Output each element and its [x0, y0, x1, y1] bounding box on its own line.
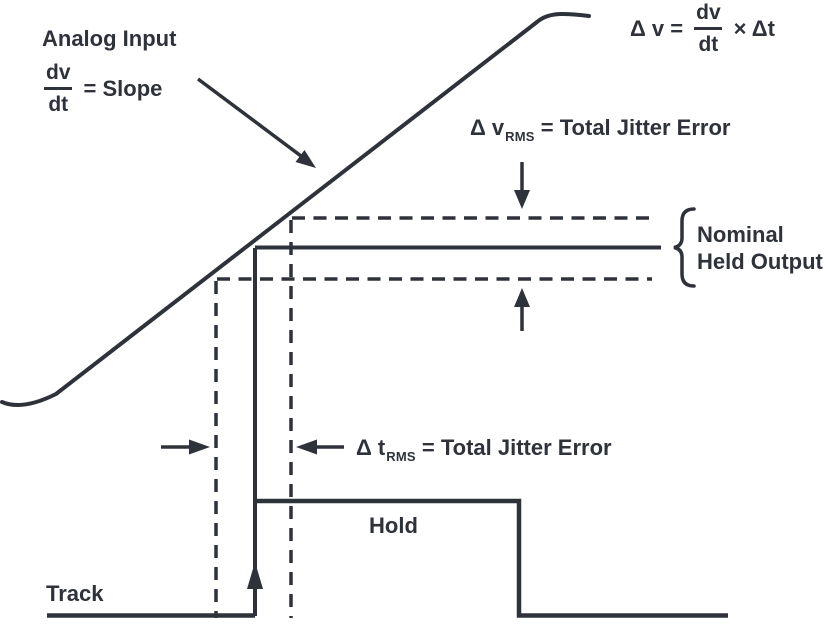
- slope-formula: dv dt = Slope: [42, 62, 162, 115]
- slope-pointer-arrow-shaft: [196, 77, 303, 158]
- sample-edge-arrowhead-icon: [247, 562, 263, 589]
- t-rms-jitter-label: Δ tRMS = Total Jitter Error: [356, 435, 612, 465]
- t-jitter-left-arrowhead-icon: [296, 439, 317, 455]
- analog-input-ramp-line: [0, 12, 591, 408]
- analog-input-label: Analog Input: [42, 26, 177, 51]
- delta-v-fraction: dv dt: [692, 2, 725, 55]
- track-label: Track: [46, 581, 104, 606]
- delta-v-fraction-numerator: dv: [696, 1, 721, 24]
- delta-v-fraction-denominator: dt: [694, 27, 723, 55]
- hold-label: Hold: [369, 513, 418, 538]
- hold-pulse: [255, 498, 728, 618]
- v-rms-prefix: Δ v: [470, 115, 505, 140]
- v-jitter-up-arrowhead-icon: [514, 288, 530, 307]
- delta-v-rhs: × Δt: [733, 15, 775, 41]
- slope-pointer-arrowhead-icon: [295, 150, 316, 168]
- nominal-held-output-label: Nominal Held Output: [697, 221, 823, 275]
- nominal-line-2: Held Output: [697, 249, 823, 274]
- v-jitter-down-arrowhead-icon: [514, 190, 530, 209]
- slope-fraction: dv dt: [42, 62, 75, 115]
- nominal-brace-icon: [673, 207, 696, 288]
- t-rms-prefix: Δ t: [356, 435, 386, 460]
- slope-fraction-denominator: dt: [44, 87, 73, 115]
- delta-v-lhs: Δ v =: [630, 15, 684, 41]
- v-rms-subscript: RMS: [505, 129, 535, 144]
- slope-equals-text: = Slope: [83, 75, 163, 101]
- nominal-line-1: Nominal: [697, 222, 784, 247]
- delta-v-formula: Δ v = dv dt × Δt: [630, 2, 775, 55]
- v-rms-jitter-label: Δ vRMS = Total Jitter Error: [470, 115, 730, 145]
- v-rms-suffix: = Total Jitter Error: [534, 115, 731, 140]
- t-rms-suffix: = Total Jitter Error: [415, 435, 612, 460]
- t-rms-subscript: RMS: [386, 449, 416, 464]
- t-jitter-right-arrowhead-icon: [189, 439, 210, 455]
- slope-fraction-numerator: dv: [46, 61, 71, 84]
